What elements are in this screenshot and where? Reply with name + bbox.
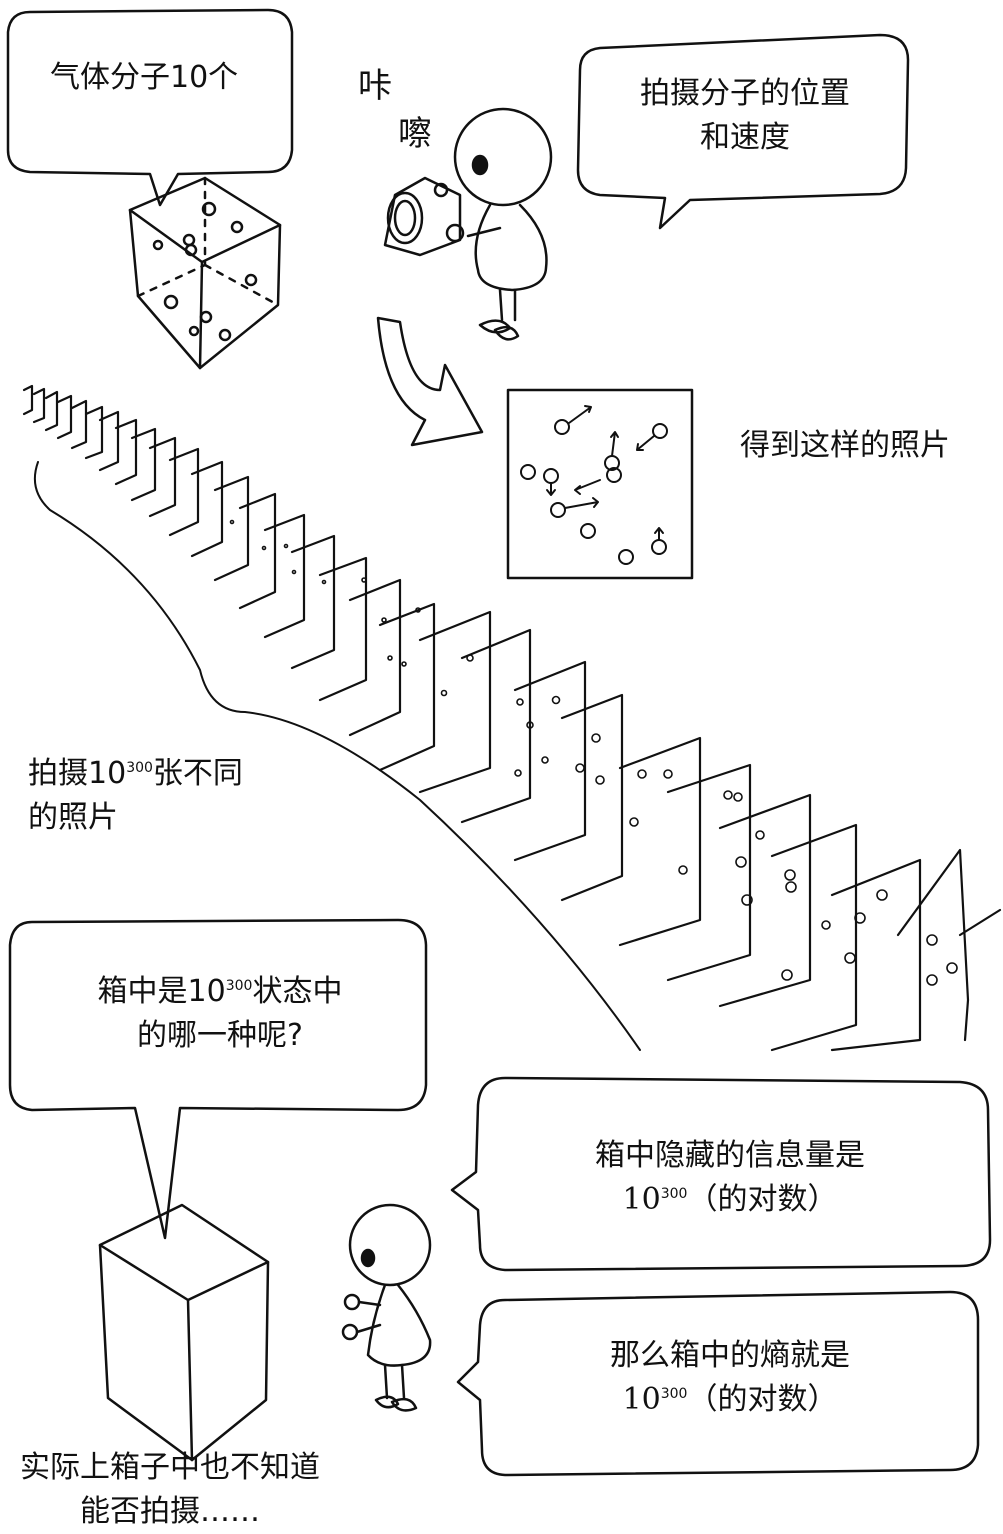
bubble-entropy-line1: 那么箱中的熵就是 bbox=[610, 1338, 850, 1373]
bubble-info-line1: 箱中隐藏的信息量是 bbox=[595, 1138, 865, 1173]
bubble-entropy-text: 那么箱中的熵就是 10300（的对数） bbox=[500, 1334, 960, 1422]
sound-effect-ka: 咔 bbox=[358, 66, 392, 106]
bubble-info-post: （的对数） bbox=[687, 1182, 838, 1217]
caption-bottom: 实际上箱子中也不知道 能否拍摄…… bbox=[0, 1446, 340, 1534]
arrow-down-icon bbox=[376, 316, 484, 447]
caption-many-line2: 的照片 bbox=[28, 800, 118, 835]
bubble-question-exp: 300 bbox=[225, 978, 253, 994]
caption-get-photo: 得到这样的照片 bbox=[740, 428, 950, 463]
bubble-photo-text: 拍摄分子的位置 和速度 bbox=[600, 72, 890, 160]
bubble-photo-line1: 拍摄分子的位置 bbox=[640, 76, 850, 111]
bubble-info-text: 箱中隐藏的信息量是 10300（的对数） bbox=[500, 1134, 960, 1222]
bubble-entropy-post: （的对数） bbox=[687, 1382, 838, 1417]
caption-many-post: 张不同 bbox=[152, 756, 243, 791]
bubble-question-post: 状态中 bbox=[252, 974, 343, 1009]
speech-bubble-gas bbox=[6, 8, 294, 207]
photo-snapshot bbox=[506, 388, 694, 580]
bubble-info-base: 10 bbox=[622, 1182, 661, 1217]
bubble-gas-text: 气体分子10个 bbox=[50, 60, 239, 95]
cube-transparent bbox=[128, 176, 282, 370]
bubble-entropy-base: 10 bbox=[622, 1382, 661, 1417]
character-small bbox=[341, 1203, 432, 1412]
speech-bubble-question bbox=[8, 918, 428, 1240]
caption-bottom-line2: 能否拍摄…… bbox=[80, 1494, 260, 1529]
bubble-question-text: 箱中是10300状态中 的哪一种呢? bbox=[30, 970, 410, 1058]
bubble-entropy-exp: 300 bbox=[660, 1386, 688, 1402]
sound-effect-cha: 嚓 bbox=[398, 114, 432, 154]
bubble-info-exp: 300 bbox=[660, 1186, 688, 1202]
speech-bubble-photo bbox=[576, 33, 910, 230]
brace-curve bbox=[34, 461, 641, 1051]
bubble-photo-line2: 和速度 bbox=[700, 120, 790, 155]
bubble-question-line2: 的哪一种呢? bbox=[137, 1018, 303, 1053]
caption-many-photos: 拍摄10300张不同 的照片 bbox=[28, 752, 243, 840]
caption-many-exp: 300 bbox=[126, 760, 153, 776]
cube-closed bbox=[98, 1203, 270, 1462]
photo-frame-stack bbox=[22, 384, 1002, 1052]
caption-many-pre: 拍摄10 bbox=[28, 756, 127, 791]
speech-bubble-entropy bbox=[456, 1290, 980, 1477]
character-photographer bbox=[383, 107, 553, 341]
speech-bubble-info bbox=[450, 1076, 992, 1272]
caption-bottom-line1: 实际上箱子中也不知道 bbox=[20, 1450, 320, 1485]
bubble-question-pre: 箱中是10 bbox=[97, 974, 226, 1009]
